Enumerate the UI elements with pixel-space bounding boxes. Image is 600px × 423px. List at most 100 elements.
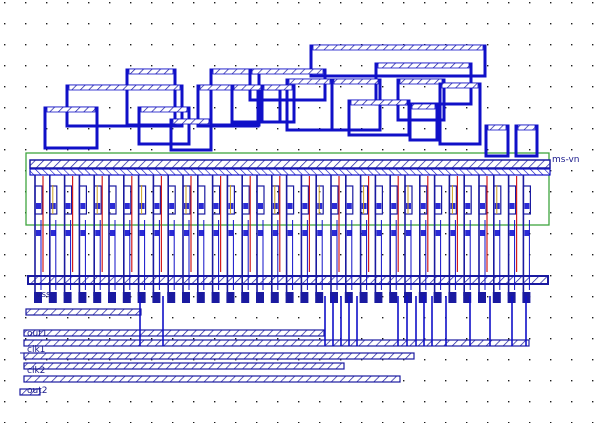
bottom-contact: [389, 292, 398, 303]
routing-bar: [140, 106, 188, 113]
nmos-contact: [213, 230, 219, 236]
pmos-contact: [65, 203, 71, 209]
pmos-contact: [346, 203, 352, 209]
bottom-contact: [78, 292, 87, 303]
clk2-label: clk2: [27, 366, 46, 376]
power-rail-m2: [29, 168, 551, 176]
routing-bar: [68, 84, 181, 91]
ground-rail: [27, 275, 549, 285]
bottom-contact: [433, 292, 442, 303]
bottom-contact: [93, 292, 102, 303]
out1-bus-stub: [25, 308, 142, 316]
routing-bar: [46, 106, 96, 113]
bottom-contact: [226, 292, 235, 303]
bottom-contact: [374, 292, 383, 303]
bottom-contact: [211, 292, 220, 303]
pmos-contact: [243, 203, 249, 209]
bottom-contact: [330, 292, 338, 303]
routing-bar: [441, 82, 479, 89]
bottom-contact: [256, 292, 264, 303]
pmos-contact: [198, 203, 204, 209]
pmos-contact: [80, 203, 86, 209]
pmos-contact: [287, 203, 293, 209]
routing-bar: [377, 62, 470, 69]
bottom-contact: [448, 292, 457, 303]
nmos-contact: [36, 230, 41, 236]
nmos-contact: [110, 230, 115, 236]
routing-bar: [333, 78, 379, 85]
nmos-contact: [391, 230, 397, 236]
bottom-contact: [270, 292, 279, 303]
nwell-region: [25, 152, 550, 226]
nmos-contact: [50, 230, 56, 236]
nmos-contact: [420, 230, 426, 236]
out1-label: out1: [27, 329, 48, 339]
pmos-contact: [154, 203, 160, 209]
clk1-bus-2: [23, 352, 415, 360]
nmos-contact: [524, 230, 530, 236]
nmos-contact: [435, 230, 441, 236]
ground-net-label: vss: [36, 290, 51, 300]
bottom-contact: [300, 292, 309, 303]
nmos-contact: [509, 230, 515, 236]
nmos-contact: [154, 230, 160, 236]
nmos-contact: [332, 230, 337, 236]
routing-bar: [411, 103, 436, 110]
nmos-contact: [80, 230, 86, 236]
pmos-contact: [258, 203, 263, 209]
pmos-contact: [435, 203, 441, 209]
pmos-contact: [524, 203, 530, 209]
nmos-contact: [361, 230, 367, 236]
routing-bar: [251, 68, 324, 75]
nmos-contact: [258, 230, 263, 236]
bottom-contact: [463, 292, 472, 303]
pmos-contact: [391, 203, 397, 209]
clk1-bus: [23, 339, 530, 347]
routing-bar: [517, 124, 536, 131]
routing-bar: [350, 99, 408, 106]
nmos-contact: [346, 230, 352, 236]
nmos-contact: [243, 230, 249, 236]
nmos-contact: [184, 230, 189, 236]
pmos-contact: [36, 203, 41, 209]
bottom-contact: [359, 292, 368, 303]
power-net-label: ms-vn: [552, 155, 580, 165]
out1-bus: [23, 329, 325, 337]
bottom-contact: [167, 292, 176, 303]
routing-bar: [172, 118, 210, 125]
bottom-contact: [241, 292, 250, 303]
nmos-contact: [494, 230, 500, 236]
nmos-contact: [198, 230, 204, 236]
bottom-contact: [492, 292, 501, 303]
clk2-bus-2: [23, 375, 401, 383]
bottom-contact: [48, 292, 57, 303]
nmos-contact: [287, 230, 293, 236]
bottom-contact: [478, 292, 486, 303]
nmos-contact: [228, 230, 234, 236]
routing-bar: [399, 78, 443, 85]
bottom-contact: [137, 292, 146, 303]
bottom-contact: [285, 292, 294, 303]
pmos-contact: [332, 203, 337, 209]
routing-bar: [263, 84, 293, 91]
pmos-contact: [376, 203, 382, 209]
pmos-contact: [480, 203, 485, 209]
nmos-contact: [480, 230, 485, 236]
clk1-label: clk1: [27, 345, 46, 355]
nmos-contact: [139, 230, 145, 236]
nmos-contact: [302, 230, 308, 236]
routing-bar: [128, 68, 174, 75]
bottom-contact: [108, 292, 116, 303]
out2-stub: [19, 388, 41, 396]
routing-bar: [312, 44, 484, 51]
nmos-contact: [317, 230, 323, 236]
nmos-contact: [465, 230, 471, 236]
pmos-contact: [509, 203, 515, 209]
power-rail: [29, 159, 551, 169]
bottom-contact: [404, 292, 412, 303]
routing-bar: [487, 124, 507, 131]
bottom-contact: [63, 292, 72, 303]
pmos-contact: [124, 203, 130, 209]
